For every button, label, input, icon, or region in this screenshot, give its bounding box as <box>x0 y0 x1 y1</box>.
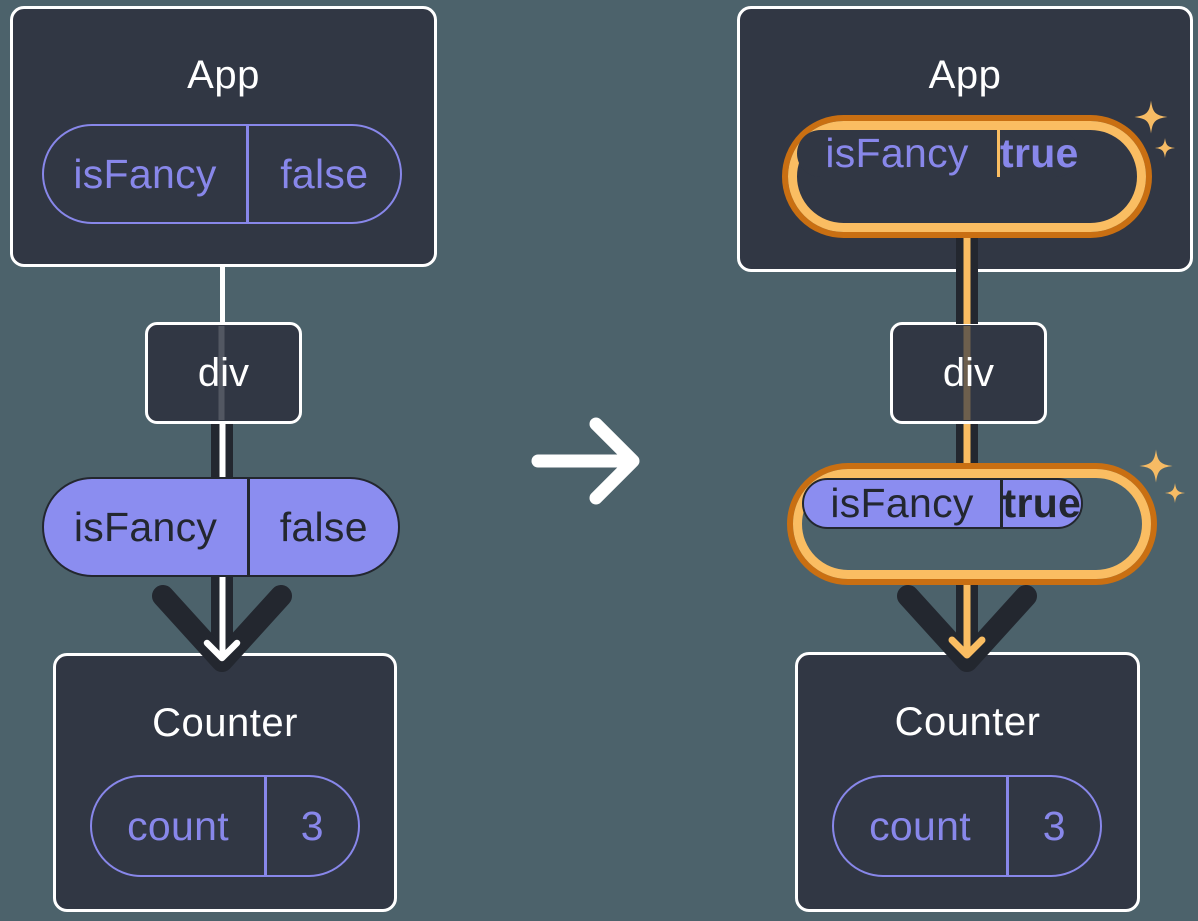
prop-flow-arrowhead <box>152 585 292 672</box>
sparkle-icon <box>1165 483 1185 503</box>
div-card-left <box>145 322 302 424</box>
state-flow-line <box>963 424 971 468</box>
prop-flow-stem <box>211 575 233 653</box>
state-pill-app-left: isFancy false <box>42 124 402 224</box>
state-value: true <box>1000 130 1079 176</box>
state-name: count <box>127 802 229 849</box>
component-title: Counter <box>152 701 298 745</box>
component-title: App <box>928 53 1002 97</box>
component-title: App <box>187 53 260 97</box>
state-flow-line <box>963 578 971 656</box>
prop-value: false <box>279 503 368 550</box>
prop-flow-stem <box>956 424 978 468</box>
pill-divider <box>997 130 1000 177</box>
div-card-right <box>890 322 1047 424</box>
state-value: 3 <box>1042 802 1066 849</box>
prop-flow-stem <box>211 424 233 478</box>
state-name: count <box>869 802 971 849</box>
dom-node-label: div <box>942 350 995 395</box>
prop-value: true <box>1002 480 1082 526</box>
highlight-ring: isFancy true <box>793 469 1151 579</box>
pill-divider <box>264 777 267 875</box>
pill-divider <box>246 126 249 222</box>
state-pill-app-right-highlighted: isFancy true <box>782 115 1152 238</box>
tree-edge-line <box>219 424 226 478</box>
state-value: false <box>280 150 369 197</box>
state-name: isFancy <box>825 130 969 176</box>
component-title: Counter <box>894 700 1041 744</box>
highlight-ring: isFancy true <box>788 121 1146 232</box>
state-pill: isFancy true <box>797 130 1079 177</box>
state-pill-counter-right: count 3 <box>832 775 1102 877</box>
counter-card-left <box>53 653 397 912</box>
state-pill-counter-left: count 3 <box>90 775 360 877</box>
prop-pill-left: isFancy false <box>42 477 400 577</box>
pill-divider <box>1006 777 1009 875</box>
right-arrow-icon <box>589 417 640 505</box>
prop-name: isFancy <box>73 503 218 550</box>
dom-node-label: div <box>197 350 250 395</box>
pill-divider <box>1000 480 1003 527</box>
sparkle-icon <box>1139 449 1173 483</box>
prop-pill-right-highlighted: isFancy true <box>787 463 1157 585</box>
state-name: isFancy <box>73 150 217 197</box>
pill-divider <box>247 479 250 575</box>
prop-pill: isFancy true <box>802 478 1084 529</box>
prop-flow-stem <box>956 578 978 653</box>
state-value: 3 <box>300 802 324 849</box>
tree-edge-line <box>219 575 226 655</box>
prop-name: isFancy <box>830 480 974 526</box>
tree-edge-line <box>220 264 225 324</box>
